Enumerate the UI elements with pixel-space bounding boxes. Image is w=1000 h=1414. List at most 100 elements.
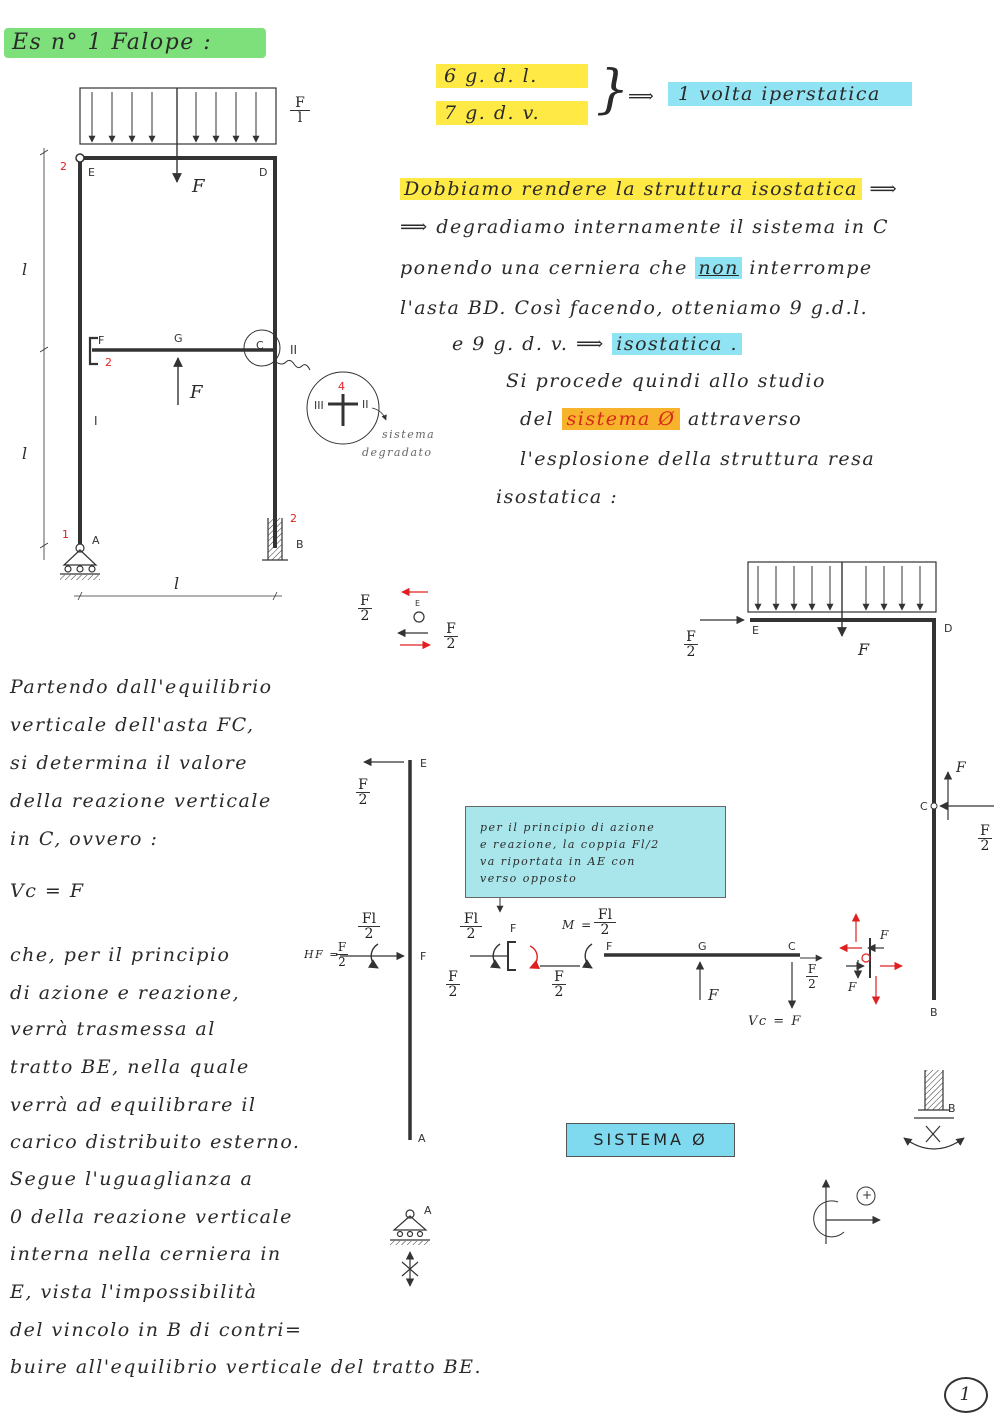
column-F-label: F [420,950,427,963]
frame-EDB [700,561,994,1000]
M-frac: Fl 2 [594,908,616,937]
dim-l-bottom: l [22,444,29,463]
beam-C-label: C [788,940,796,953]
left-text-3: della reazione verticale [10,790,272,812]
node-E-small-label: E [415,599,421,608]
frac-den: 2 [808,977,816,991]
hinge-left-frac: F 2 [446,970,460,999]
para-line-3a: ponendo una cerniera che [400,257,696,279]
dim-l-top: l [22,260,29,279]
frame-C-frac: F 2 [978,824,992,853]
gdv-label: 7 g. d. v. [436,101,588,125]
zoom-squiggle [275,359,311,371]
frac-num: F [358,594,372,609]
para-line-3: ponendo una cerniera che non interrompe [400,257,873,279]
hinge-moment-frac: Fl 2 [460,912,482,941]
frac-den: 2 [338,955,346,969]
beam-G-label: G [698,940,707,953]
node-C-F-bottom: F [848,980,858,994]
left-text-0: Partendo dall'equilibrio [10,676,273,698]
left-text-16: del vincolo in B di contri= [10,1319,303,1341]
red-2-F: 2 [105,356,112,369]
roman-II-label: II [290,343,298,357]
hinge-right-frac: F 2 [552,970,566,999]
degraded-system-circle [306,371,380,445]
roman-III-label: III [314,399,324,412]
roman-II-detail-label: II [362,398,369,411]
para-line-7: del sistema Ø attraverso [520,408,802,430]
hinge-E [75,153,85,163]
para-line-2: ⟹ degradiamo internamente il sistema in … [400,216,889,238]
red-4-detail: 4 [338,380,345,393]
implies-arrow-1: ⟹ [628,86,656,107]
frac-den: 2 [448,984,458,1000]
frame-C-label: C [920,800,928,813]
beam-F-up-label: F [708,986,720,1004]
para-line-5b: isostatica . [612,333,742,355]
left-text-15: E, vista l'impossibilità [10,1281,258,1303]
frac-num: F [552,970,566,985]
frac-den: 2 [554,984,564,1000]
left-text-1: verticale dell'asta FC, [10,714,255,736]
para-line-4: l'asta BD. Così facendo, otteniamo 9 g.d… [400,297,869,319]
node-C-detail [839,913,903,1005]
support-B [262,518,288,561]
frac-num: F [806,962,818,977]
load-num: F [290,96,310,111]
left-text-6: che, per il principio [10,944,231,966]
implies-arrow-2: ⟹ [869,178,899,200]
frame-B-label: B [930,1006,938,1019]
frame-E-frac: F 2 [684,630,698,659]
para-line-9: isostatica : [496,486,619,508]
frame-D-label: D [944,622,953,635]
node-E-forces [397,587,431,650]
hinge-F-small-label: F [510,922,517,935]
left-text-13: 0 della reazione verticale [10,1206,293,1228]
dim-l-horizontal: l [174,574,181,593]
support-B-detached-label: B [948,1102,956,1115]
red-2-B: 2 [290,512,297,525]
frac-num: F [356,778,370,793]
para-line-2-text: degradiamo internamente il sistema in C [436,216,890,238]
support-A [60,543,100,580]
node-D-label: D [259,166,268,179]
node-E-frac-right: F 2 [444,622,458,651]
frac-num: F [978,824,992,839]
frac-den: 2 [600,922,610,938]
frame-load-F-label: F [858,640,871,659]
M-label: M = [562,918,593,932]
node-A-label: A [92,534,100,547]
column-moment-frac: Fl 2 [358,912,380,941]
para-line-5a: e 9 g. d. v. [452,333,576,355]
para-line-1-text: Dobbiamo rendere la struttura isostatica [400,178,862,200]
frac-den: 2 [446,636,456,652]
node-B-label: B [296,538,304,551]
support-B-detached [903,1070,965,1150]
node-G-label: G [174,332,183,345]
implies-arrow-3: ⟹ [400,216,437,238]
HF-frac: F 2 [336,940,348,969]
distributed-load-arrows [88,92,260,143]
hinge-F-bracket [88,336,98,366]
page-number: 1 [944,1377,988,1413]
red-2-E: 2 [60,160,67,173]
frame-C-F-label: F [956,760,968,776]
para-line-7a: del [520,408,562,430]
column-E-frac: F 2 [356,778,370,807]
note-line-1: per il principio di azione [480,821,656,834]
distributed-load-label: F l [290,96,310,125]
frac-num: F [444,622,458,637]
left-text-10: verrà ad equilibrare il [10,1094,257,1116]
left-text-11: carico distribuito esterno. [10,1131,301,1153]
frac-num: Fl [460,912,482,927]
system-label-box: SISTEMA Ø [566,1123,735,1157]
hinge-F-exploded [470,941,593,971]
beam-FC-exploded [604,953,823,1009]
note-line-3: va riportata in AE con [480,855,636,868]
frac-den: 2 [980,838,990,854]
column-A-label: A [418,1132,426,1145]
frac-den: 2 [364,926,374,942]
para-line-8: l'esplosione della struttura resa [520,448,876,470]
load-F-up-label: F [190,382,204,403]
